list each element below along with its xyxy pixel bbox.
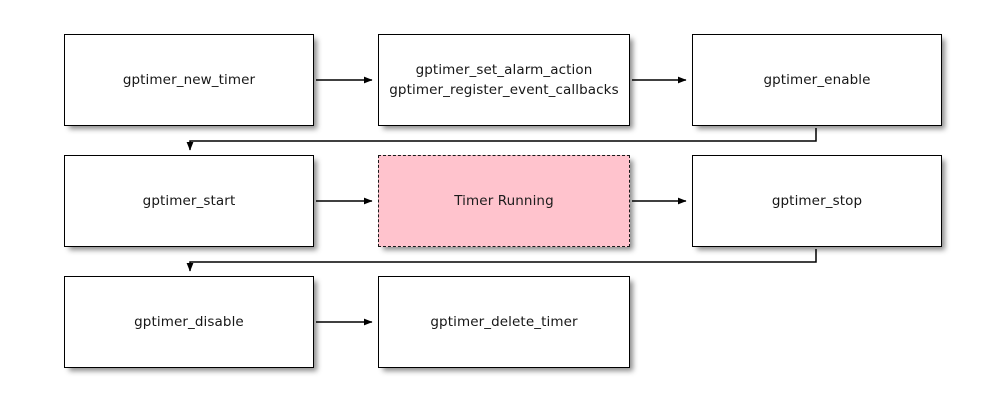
node-new_timer: gptimer_new_timer [64, 34, 314, 126]
edge-enable-to-start [186, 128, 817, 151]
node-label: gptimer_new_timer [122, 72, 256, 88]
node-label: gptimer_stop [771, 193, 863, 209]
node-label: gptimer_disable [134, 314, 244, 330]
node-label: gptimer_delete_timer [430, 314, 578, 330]
node-delete_timer: gptimer_delete_timer [378, 276, 630, 368]
edge-group [186, 76, 817, 326]
node-label: gptimer_register_event_callbacks [389, 82, 619, 98]
node-enable: gptimer_enable [692, 34, 942, 126]
node-stop: gptimer_stop [692, 155, 942, 247]
edge-stop-to-disable [186, 249, 817, 272]
node-label: gptimer_enable [763, 72, 871, 88]
node-label: Timer Running [454, 193, 554, 209]
node-start: gptimer_start [64, 155, 314, 247]
node-running: Timer Running [378, 155, 630, 247]
node-disable: gptimer_disable [64, 276, 314, 368]
node-label: gptimer_start [142, 193, 236, 209]
node-set_alarm: gptimer_set_alarm_action gptimer_register… [378, 34, 630, 126]
node-label: gptimer_set_alarm_action [415, 62, 593, 78]
